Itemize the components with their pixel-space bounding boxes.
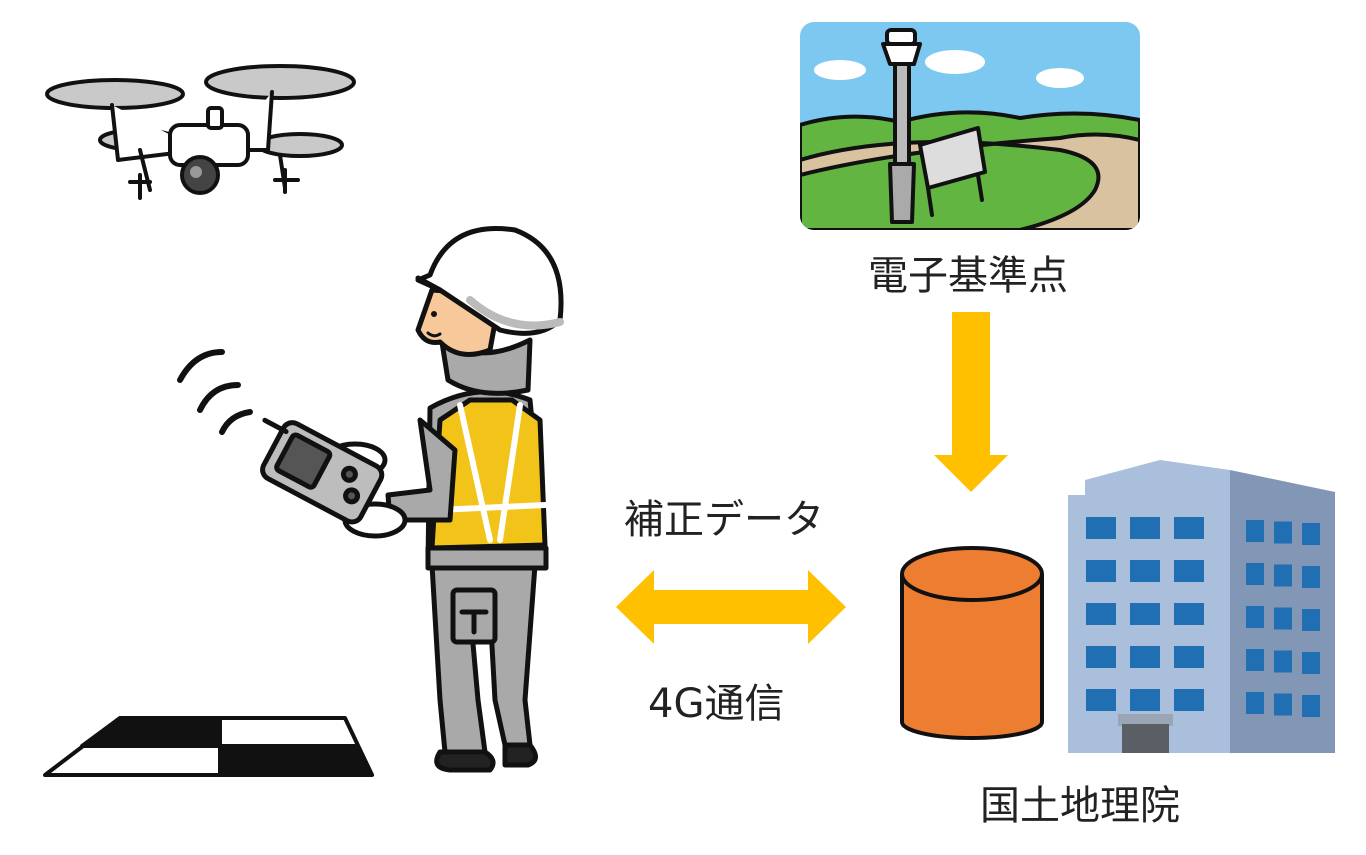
bidirectional-arrow-icon (616, 570, 846, 644)
building-window (1302, 695, 1320, 717)
worker-illustration (177, 226, 564, 773)
building-window (1174, 560, 1204, 582)
building-window (1174, 517, 1204, 539)
building-window (1174, 689, 1204, 711)
building-window (1274, 650, 1292, 673)
building-window (1130, 560, 1160, 582)
building-window (1130, 689, 1160, 711)
building-window (1302, 523, 1320, 545)
building-window (1130, 646, 1160, 668)
building-window (1086, 603, 1116, 625)
reference-station-picture (800, 22, 1140, 230)
building-window (1274, 693, 1292, 716)
ground-control-point-marker-icon (43, 716, 374, 777)
building-window (1174, 646, 1204, 668)
building-window (1130, 517, 1160, 539)
down-arrow-icon (934, 312, 1008, 492)
building-window (1302, 652, 1320, 674)
communication-label: 4G通信 (648, 681, 785, 727)
building-window (1086, 689, 1116, 711)
building-window (1274, 564, 1292, 587)
reference-station-label: 電子基準点 (868, 253, 1068, 299)
building-window (1130, 603, 1160, 625)
building-window (1086, 560, 1116, 582)
building-window (1174, 603, 1204, 625)
database-icon (900, 546, 1044, 740)
building-window (1302, 566, 1320, 588)
building-window (1302, 609, 1320, 631)
gsi-label: 国土地理院 (980, 783, 1180, 829)
office-building-icon (1068, 460, 1335, 753)
correction-data-label: 補正データ (624, 497, 824, 543)
building-window (1246, 692, 1264, 714)
building-window (1246, 649, 1264, 671)
building-window (1246, 606, 1264, 628)
building-window (1274, 607, 1292, 630)
building-window (1246, 563, 1264, 585)
building-window (1274, 521, 1292, 544)
building-window (1086, 517, 1116, 539)
drone-icon (45, 64, 356, 200)
building-window (1086, 646, 1116, 668)
building-window (1246, 520, 1264, 542)
